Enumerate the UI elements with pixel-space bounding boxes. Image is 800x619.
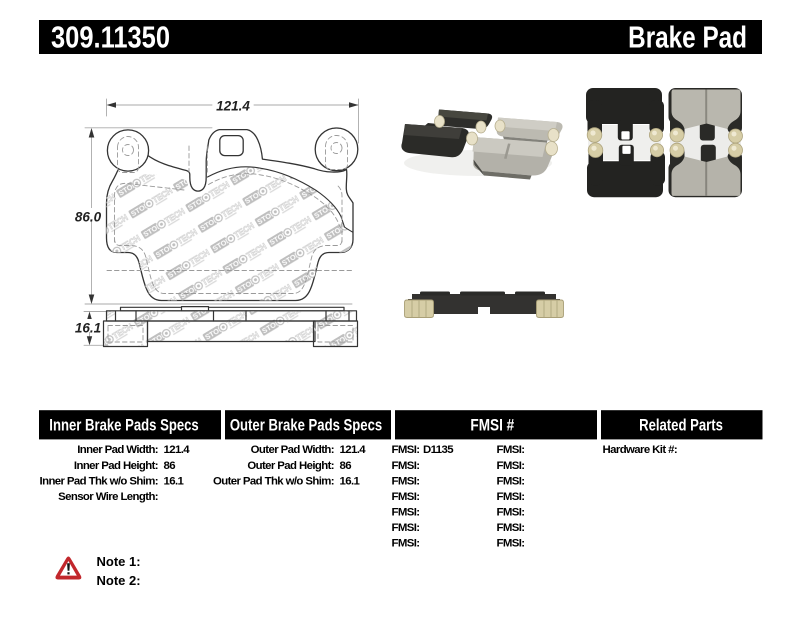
- svg-text:FMSI:: FMSI:: [392, 506, 420, 518]
- svg-text:16.1: 16.1: [164, 475, 185, 487]
- svg-text:Outer Pad Thk w/o Shim:: Outer Pad Thk w/o Shim:: [213, 475, 334, 487]
- svg-text:86.0: 86.0: [75, 210, 102, 225]
- svg-text:Hardware Kit #:: Hardware Kit #:: [603, 444, 678, 456]
- svg-text:Note 1:: Note 1:: [97, 554, 141, 569]
- svg-text:FMSI #: FMSI #: [470, 416, 514, 435]
- svg-text:309.11350: 309.11350: [51, 20, 170, 55]
- svg-text:FMSI:: FMSI:: [392, 522, 420, 534]
- svg-text:Brake Pad: Brake Pad: [628, 20, 747, 55]
- svg-text:FMSI:: FMSI:: [392, 475, 420, 487]
- svg-text:86: 86: [340, 460, 352, 472]
- svg-text:121.4: 121.4: [216, 99, 250, 114]
- svg-text:D1135: D1135: [423, 444, 454, 456]
- svg-text:Note 2:: Note 2:: [97, 573, 141, 588]
- svg-text:86: 86: [164, 460, 176, 472]
- svg-text:Outer Brake Pads Specs: Outer Brake Pads Specs: [230, 416, 382, 435]
- svg-text:Inner Pad Height:: Inner Pad Height:: [74, 460, 158, 472]
- svg-text:Outer Pad Width:: Outer Pad Width:: [251, 444, 334, 456]
- svg-text:FMSI:: FMSI:: [392, 491, 420, 503]
- svg-text:FMSI:: FMSI:: [497, 444, 525, 456]
- svg-text:FMSI:: FMSI:: [497, 491, 525, 503]
- svg-text:Inner Brake Pads Specs: Inner Brake Pads Specs: [49, 416, 198, 435]
- svg-text:121.4: 121.4: [164, 444, 191, 456]
- svg-text:Outer Pad Height:: Outer Pad Height:: [247, 460, 334, 472]
- svg-text:FMSI:: FMSI:: [497, 522, 525, 534]
- svg-text:16.1: 16.1: [340, 475, 361, 487]
- svg-text:FMSI:: FMSI:: [392, 460, 420, 472]
- svg-text:FMSI:: FMSI:: [497, 538, 525, 550]
- svg-text:FMSI:: FMSI:: [497, 475, 525, 487]
- svg-text:16.1: 16.1: [75, 321, 101, 336]
- svg-text:FMSI:: FMSI:: [497, 506, 525, 518]
- svg-text:FMSI:: FMSI:: [392, 538, 420, 550]
- svg-text:FMSI:: FMSI:: [392, 444, 420, 456]
- svg-text:121.4: 121.4: [340, 444, 367, 456]
- svg-text:Inner Pad Thk w/o Shim:: Inner Pad Thk w/o Shim:: [40, 475, 158, 487]
- svg-text:Sensor Wire Length:: Sensor Wire Length:: [58, 491, 158, 503]
- svg-text:Related Parts: Related Parts: [639, 416, 723, 435]
- svg-text:FMSI:: FMSI:: [497, 460, 525, 472]
- svg-text:Inner Pad Width:: Inner Pad Width:: [77, 444, 158, 456]
